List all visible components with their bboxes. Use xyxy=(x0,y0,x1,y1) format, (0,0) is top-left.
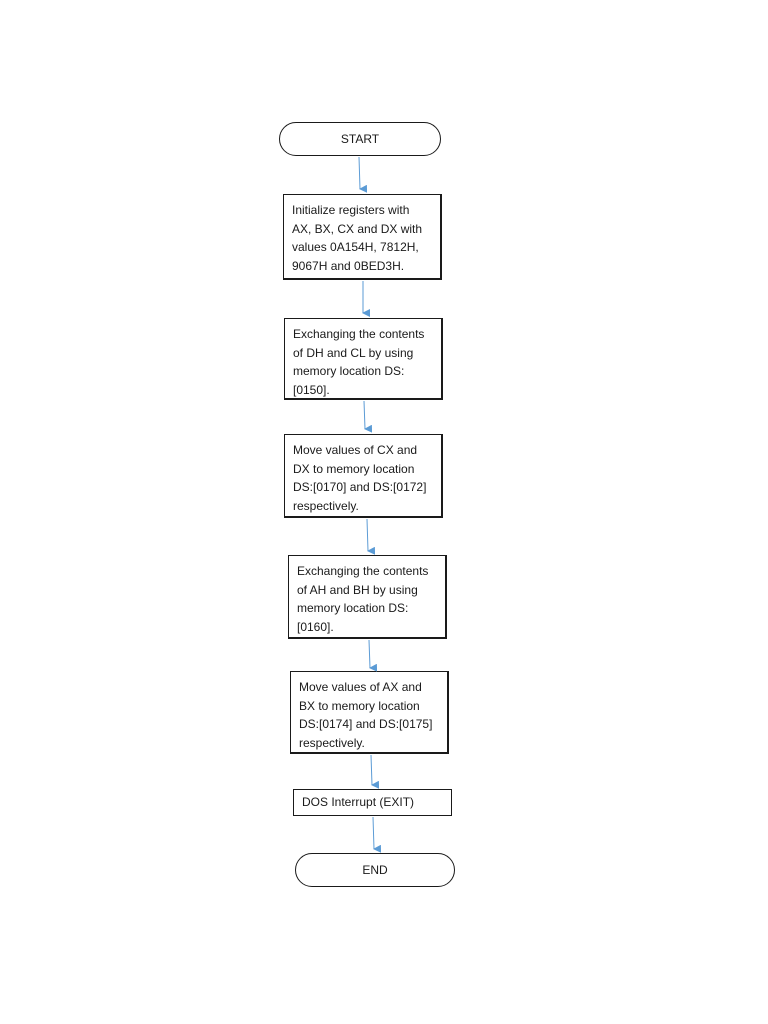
arrow-step2-to-step3 xyxy=(363,400,373,433)
step-exchange-dh-cl: Exchanging the contents of DH and CL by … xyxy=(284,318,443,400)
arrow-step6-to-end xyxy=(372,816,382,853)
start-terminal: START xyxy=(279,122,441,156)
start-label: START xyxy=(340,132,380,146)
step-exchange-ah-bh: Exchanging the contents of AH and BH by … xyxy=(288,555,447,639)
step-initialize-registers: Initialize registers with AX, BX, CX and… xyxy=(283,194,442,280)
arrow-step5-to-step6 xyxy=(370,754,380,789)
arrow-step3-to-step4 xyxy=(366,518,376,555)
end-terminal: END xyxy=(295,853,455,887)
arrow-step4-to-step5 xyxy=(368,639,378,672)
step-dos-interrupt: DOS Interrupt (EXIT) xyxy=(293,789,452,816)
arrow-start-to-step1 xyxy=(358,156,368,193)
step-move-ax-bx: Move values of AX and BX to memory locat… xyxy=(290,671,449,754)
step-move-cx-dx: Move values of CX and DX to memory locat… xyxy=(284,434,443,518)
end-label: END xyxy=(362,863,388,877)
